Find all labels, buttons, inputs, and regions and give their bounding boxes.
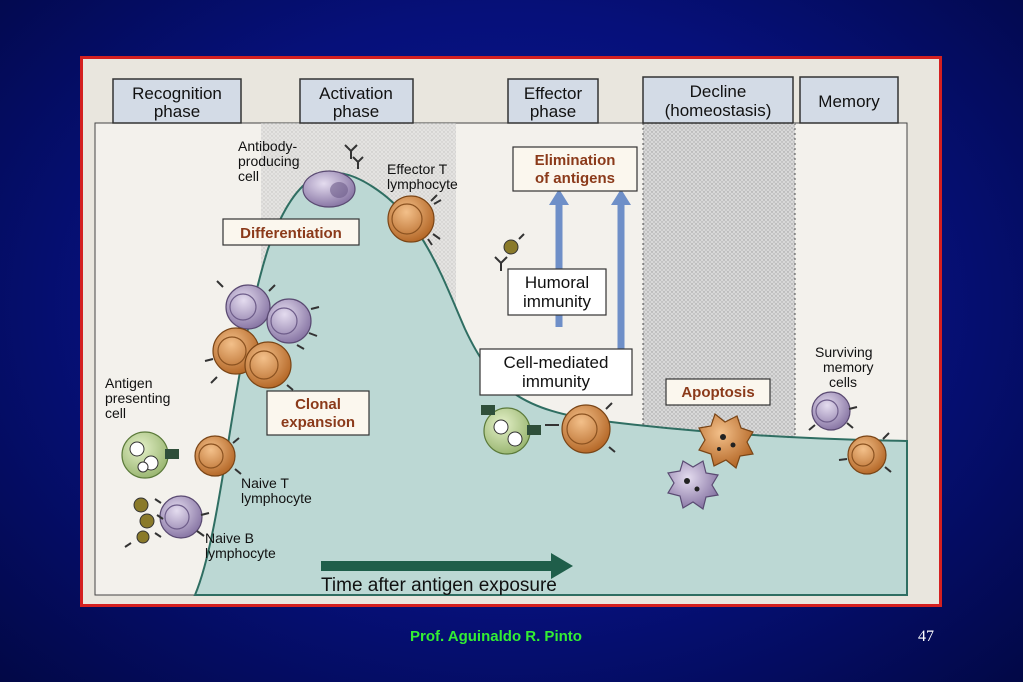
antibody-cell-line1: Antibody- — [238, 138, 297, 154]
naive-t-cell-icon — [194, 435, 242, 477]
clonal-expansion-line1: Clonal — [295, 396, 341, 413]
slide-number: 47 — [918, 628, 934, 645]
phase-effector-line1: Effector — [524, 84, 583, 103]
apc-line1: Antigen — [105, 375, 152, 391]
clonal-purple-cell-2-icon — [266, 298, 312, 344]
phase-decline-line1: Decline — [690, 82, 747, 101]
effector-t-cell-2-icon — [545, 402, 616, 454]
apoptotic-purple-cell-icon — [667, 460, 719, 510]
elimination-box: Elimination of antigens — [512, 146, 638, 192]
footer-credit: Prof. Aguinaldo R. Pinto — [410, 628, 582, 645]
antibody-cell-line2: producing — [238, 153, 300, 169]
humoral-arrowhead-icon — [549, 189, 569, 205]
phase-header-activation: Activation phase — [299, 78, 414, 124]
clonal-purple-cell-1-icon — [225, 284, 271, 330]
clonal-expansion-box: Clonal expansion — [266, 390, 370, 436]
apoptotic-orange-cell-icon — [698, 412, 754, 470]
effector-t-label: Effector T lymphocyte — [387, 161, 458, 192]
differentiation-box: Differentiation — [222, 218, 360, 246]
phase-effector-line2: phase — [530, 102, 576, 121]
surviving-memory-label: Surviving memory cells — [815, 344, 874, 390]
phase-header-effector: Effector phase — [507, 78, 599, 124]
time-axis-arrow-icon — [321, 553, 573, 579]
antibody-cell-line3: cell — [238, 168, 259, 184]
humoral-line1: Humoral — [525, 273, 589, 292]
antigen-presenting-label: Antigen presenting cell — [105, 375, 170, 421]
phase-activation-line1: Activation — [319, 84, 393, 103]
naive-t-label: Naive T lymphocyte — [241, 475, 312, 506]
phase-activation-line2: phase — [333, 102, 379, 121]
effector-t-cell-icon — [387, 194, 442, 246]
cell-mediated-line1: Cell-mediated — [504, 353, 609, 372]
phase-header-recognition: Recognition phase — [112, 78, 242, 124]
surviving-line3: cells — [829, 374, 857, 390]
phase-recognition-line2: phase — [154, 102, 200, 121]
effector-apc-icon — [481, 405, 541, 455]
memory-b-cell-icon — [808, 391, 858, 431]
cell-mediated-box: Cell-mediated immunity — [479, 348, 633, 396]
naive-b-line2: lymphocyte — [205, 545, 276, 561]
apoptosis-label: Apoptosis — [681, 384, 754, 401]
plasma-cell-icon — [302, 170, 356, 208]
elimination-line1: Elimination — [535, 152, 616, 169]
clonal-expansion-line2: expansion — [281, 414, 355, 431]
phase-recognition-line1: Recognition — [132, 84, 222, 103]
humoral-line2: immunity — [523, 292, 592, 311]
apoptosis-box: Apoptosis — [665, 378, 771, 406]
clonal-receptors-icon — [204, 280, 320, 391]
antibody-cell-label: Antibody- producing cell — [238, 138, 300, 184]
naive-t-line2: lymphocyte — [241, 490, 312, 506]
humoral-immunity-box: Humoral immunity — [507, 268, 607, 316]
phase-decline-line2: (homeostasis) — [665, 101, 772, 120]
naive-t-line1: Naive T — [241, 475, 289, 491]
phase-memory-line1: Memory — [818, 92, 880, 111]
time-axis-label: Time after antigen exposure — [321, 575, 557, 596]
antigen-particles-icon — [124, 497, 164, 548]
phase-header-decline: Decline (homeostasis) — [642, 76, 794, 124]
apc-line3: cell — [105, 405, 126, 421]
naive-b-line1: Naive B — [205, 530, 254, 546]
antigen-antibody-complex-icon — [494, 233, 525, 271]
cell-mediated-arrowhead-icon — [611, 189, 631, 205]
figure-frame: Recognition phase Activation phase Effec… — [80, 56, 942, 607]
immune-response-diagram: Recognition phase Activation phase Effec… — [83, 59, 939, 604]
memory-t-cell-icon — [838, 432, 892, 475]
differentiation-label: Differentiation — [240, 225, 342, 242]
effector-t-line2: lymphocyte — [387, 176, 458, 192]
apc-line2: presenting — [105, 390, 170, 406]
antibody-icon — [344, 144, 364, 169]
cell-mediated-line2: immunity — [522, 372, 591, 391]
elimination-line2: of antigens — [535, 170, 615, 187]
naive-b-label: Naive B lymphocyte — [205, 530, 276, 561]
surviving-line1: Surviving — [815, 344, 873, 360]
antigen-presenting-cell-icon — [121, 431, 179, 479]
surviving-line2: memory — [823, 359, 874, 375]
phase-header-memory: Memory — [799, 76, 899, 124]
clonal-orange-cell-2-icon — [244, 341, 292, 389]
effector-t-line1: Effector T — [387, 161, 448, 177]
naive-b-cell-icon — [159, 495, 210, 539]
